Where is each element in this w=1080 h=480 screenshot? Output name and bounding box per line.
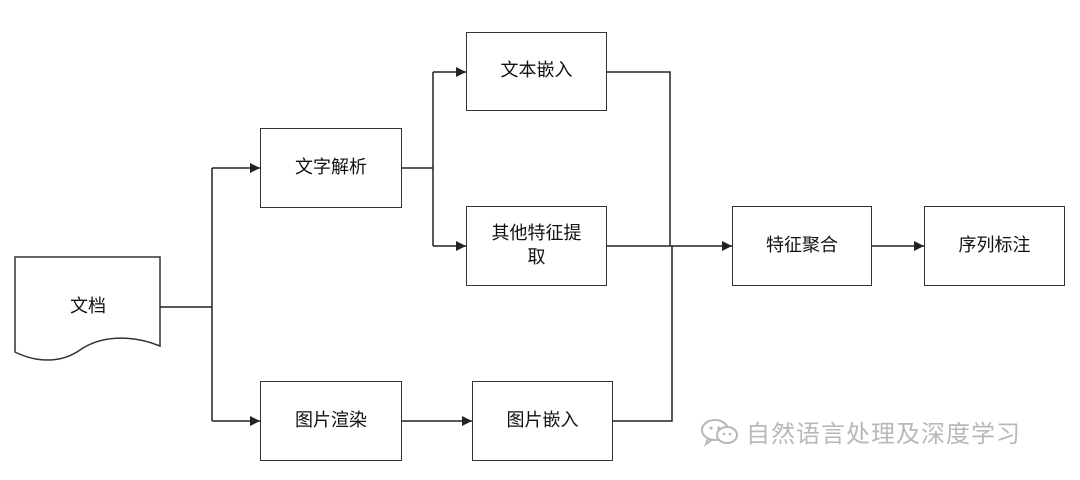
edge-image-embed-merge xyxy=(613,246,673,422)
edge-text-embed-merge xyxy=(607,71,671,246)
node-image-render: 图片渲染 xyxy=(260,381,402,461)
watermark-text: 自然语言处理及深度学习 xyxy=(746,420,1021,448)
document-shape xyxy=(14,256,161,361)
watermark: 自然语言处理及深度学习 xyxy=(700,414,1021,449)
node-document-label: 文档 xyxy=(70,296,106,317)
node-text-parse: 文字解析 xyxy=(260,128,402,208)
node-other-features: 其他特征提取 xyxy=(466,206,607,286)
node-image-embed: 图片嵌入 xyxy=(472,381,613,461)
wechat-icon xyxy=(701,418,738,447)
node-feature-merge: 特征聚合 xyxy=(732,206,872,286)
node-text-embed: 文本嵌入 xyxy=(466,32,607,111)
node-seq-label: 序列标注 xyxy=(924,206,1065,286)
